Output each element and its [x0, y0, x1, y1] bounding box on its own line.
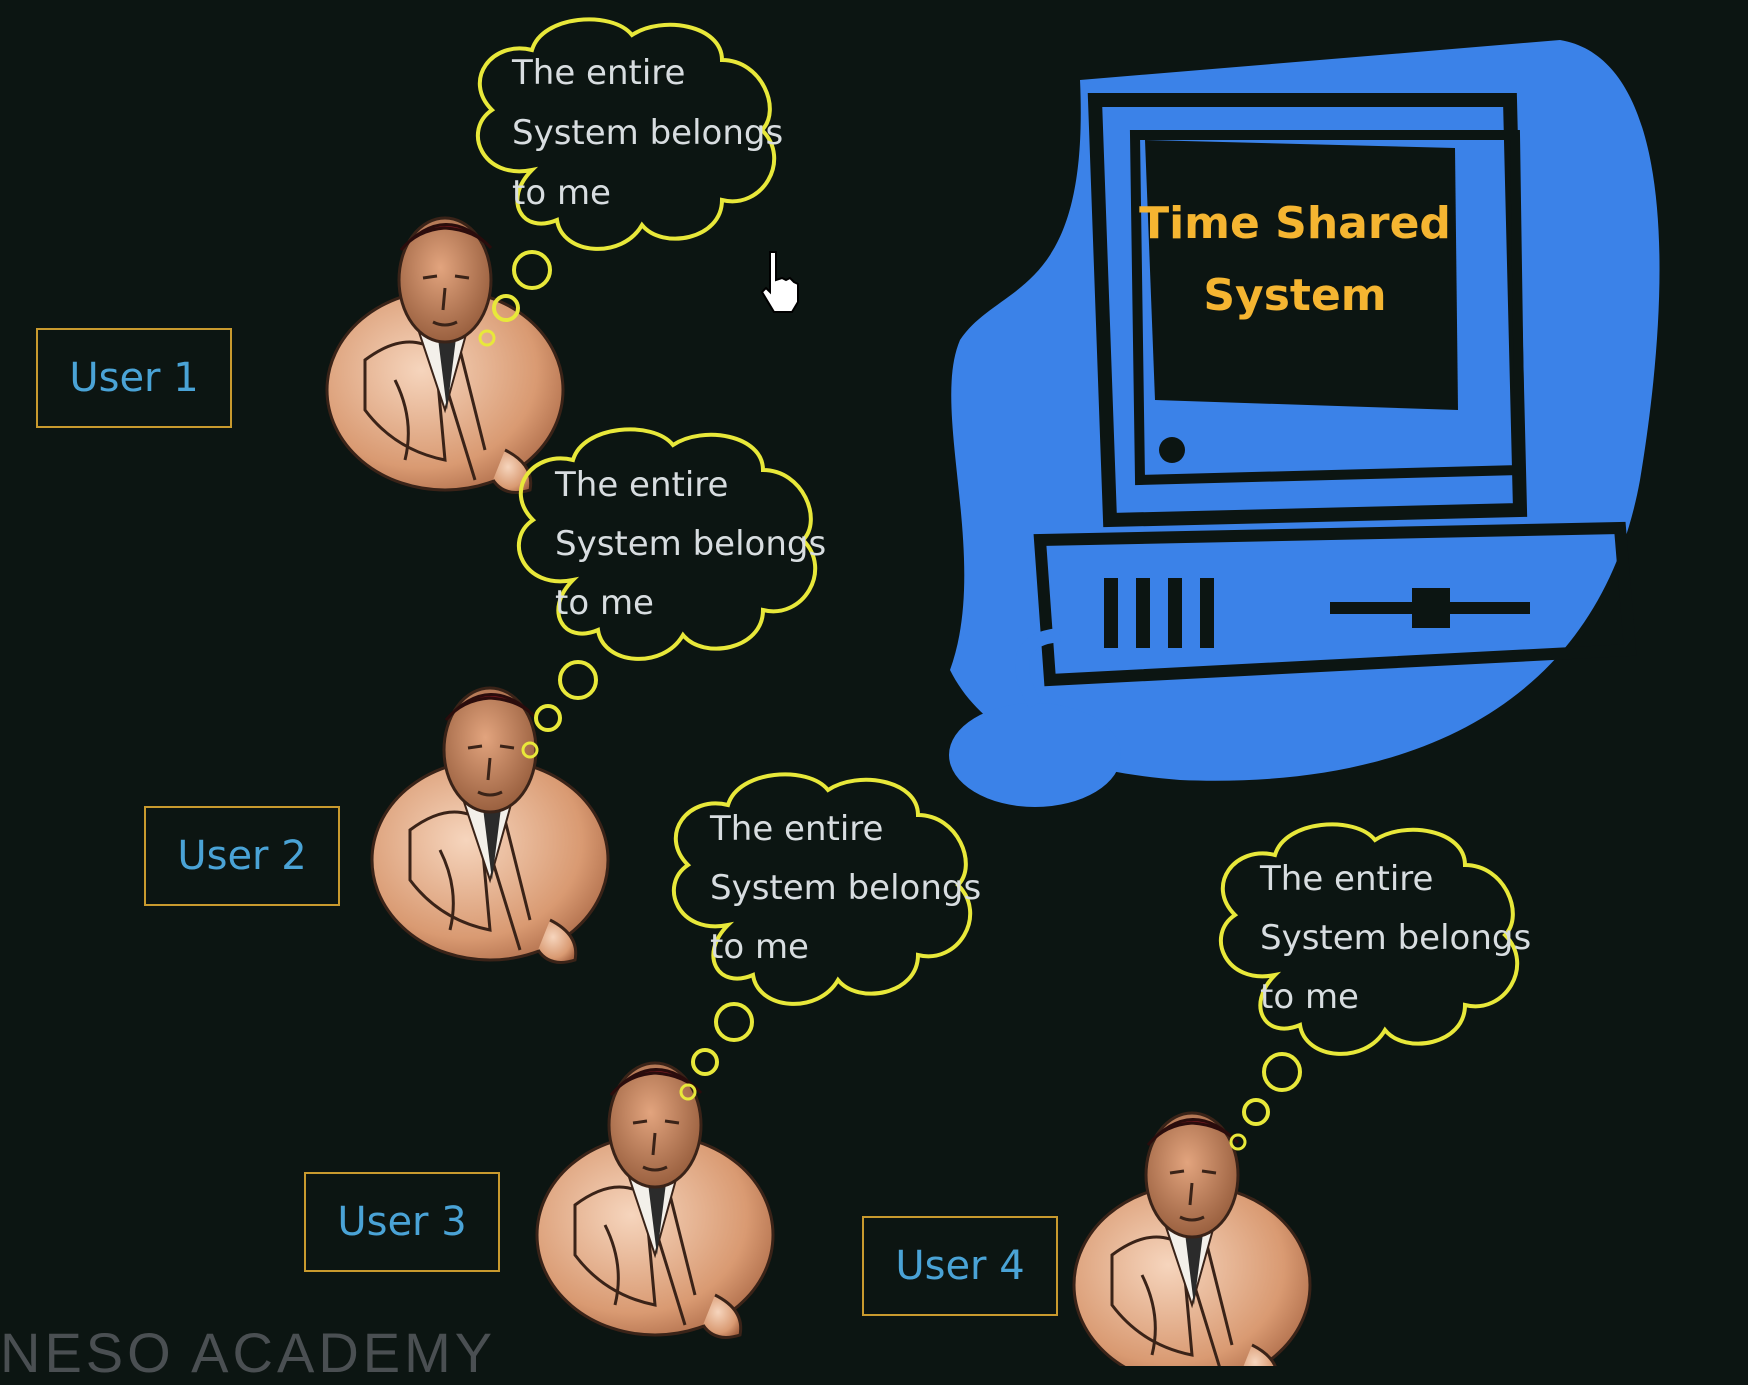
user-1-label: User 1 — [69, 355, 199, 401]
thought-bubble-3: The entire System belongs to me — [671, 772, 981, 1101]
bubble-2-line1: The entire — [554, 465, 728, 505]
user-3-label-box: User 3 — [304, 1172, 500, 1272]
user-1-label-box: User 1 — [36, 328, 232, 428]
user-1-group: The entire System belongs to me — [325, 17, 783, 494]
bubble-1-line3: to me — [512, 173, 611, 213]
hand-cursor-icon — [760, 251, 799, 313]
user-4-label-box: User 4 — [862, 1216, 1058, 1316]
bubble-1-line1: The entire — [511, 53, 685, 93]
screen-title-line1: Time Shared — [1139, 198, 1451, 249]
user-2-group: The entire System belongs to me — [370, 427, 826, 964]
user-2-label-box: User 2 — [144, 806, 340, 906]
bubble-1-line2: System belongs — [512, 113, 783, 153]
thought-bubble-1: The entire System belongs to me — [475, 17, 783, 347]
person-figure-3 — [535, 1061, 775, 1339]
mouse-shape — [949, 703, 1121, 807]
bubble-2-line3: to me — [555, 583, 654, 623]
bubble-3-line1: The entire — [709, 809, 883, 849]
thought-bubble-2: The entire System belongs to me — [516, 427, 826, 759]
watermark-text: NESO ACADEMY — [0, 1321, 497, 1384]
bubble-3-line2: System belongs — [710, 868, 981, 908]
monitor-screen — [1145, 140, 1458, 410]
bubble-4-line2: System belongs — [1260, 918, 1531, 958]
computer-blob — [950, 40, 1660, 781]
screen-title-line2: System — [1203, 270, 1386, 321]
user-4-group: The entire System belongs to me — [1072, 822, 1531, 1366]
bubble-4-line1: The entire — [1259, 859, 1433, 899]
user-3-label: User 3 — [337, 1199, 467, 1245]
bubble-3-line3: to me — [710, 927, 809, 967]
bubble-4-line3: to me — [1260, 977, 1359, 1017]
thought-bubble-4: The entire System belongs to me — [1218, 822, 1531, 1151]
person-figure-1 — [325, 216, 565, 494]
user-2-label: User 2 — [177, 833, 307, 879]
computer-illustration: Time Shared System — [949, 40, 1660, 807]
user-3-group: The entire System belongs to me — [535, 772, 981, 1339]
bubble-2-line2: System belongs — [555, 524, 826, 564]
person-figure-4 — [1072, 1111, 1312, 1366]
user-4-label: User 4 — [895, 1243, 1025, 1289]
person-figure-2 — [370, 686, 610, 964]
